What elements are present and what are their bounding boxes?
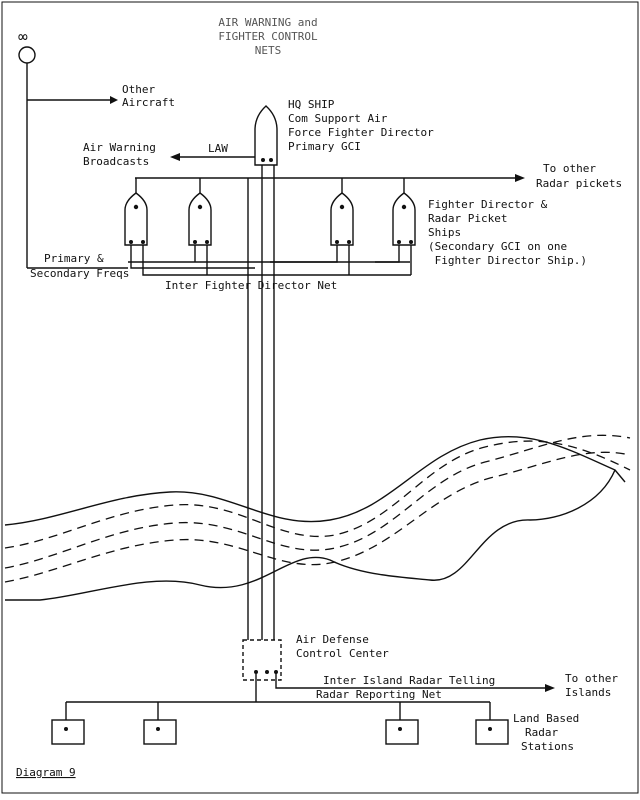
arrow-icon [515,174,525,182]
adcc-label-2: Control Center [296,647,389,660]
fd-ships-label-4: (Secondary GCI on one [428,240,567,253]
other-aircraft-label-2: Aircraft [122,96,175,109]
title-line-3: NETS [255,44,282,57]
hq-ship-port [261,158,265,162]
hq-ship-port [269,158,273,162]
arrow-icon [545,684,555,692]
radar-station-2 [143,702,177,745]
fighter-director-ship-3 [330,178,354,246]
water-line-3 [4,451,631,583]
fighter-director-ship-2 [188,178,212,246]
adcc-label-1: Air Defense [296,633,369,646]
hq-ship-label-2: Com Support Air [288,112,388,125]
fd-ships-label-1: Fighter Director & [428,198,548,211]
adcc-port [254,670,258,674]
inter-island-line [275,672,545,689]
law-label: LAW [208,142,228,155]
coastline-line [4,435,626,526]
radar-station-4 [475,702,509,745]
aircraft-infinity-icon: ∞ [18,27,28,46]
title-line-2: FIGHTER CONTROL [218,30,318,43]
fd-ships-label-2: Radar Picket [428,212,507,225]
hq-ship-label-4: Primary GCI [288,140,361,153]
air-warning-label-1: Air Warning [83,141,156,154]
air-warning-label-2: Broadcasts [83,155,149,168]
inter-island-label: Inter Island Radar Telling [323,674,495,687]
coastline-lower [5,469,616,601]
to-other-islands-2: Islands [565,686,611,699]
inter-fd-net-bus [142,245,412,276]
to-other-pickets-1: To other [543,162,596,175]
land-based-label-1: Land Based [513,712,579,725]
primary-freq-bus [27,245,400,269]
fd-ships-label-5: Fighter Director Ship.) [428,254,587,267]
primary-freqs-label-2: Secondary Freqs [30,267,129,280]
radar-station-1 [51,702,85,745]
hq-ship-label-3: Force Fighter Director [288,126,434,139]
inter-fd-net-label: Inter Fighter Director Net [165,279,337,292]
fd-ships-label-3: Ships [428,226,461,239]
arrow-icon [110,96,118,104]
water-line-2 [4,434,631,569]
land-based-label-2: Radar [525,726,558,739]
radar-reporting-label: Radar Reporting Net [316,688,442,701]
other-aircraft-label-1: Other [122,83,155,96]
fighter-director-ship-4 [392,178,416,246]
radar-station-3 [385,702,419,745]
land-based-label-3: Stations [521,740,574,753]
hq-ship-icon [254,105,278,166]
hq-ship-label-1: HQ SHIP [288,98,335,111]
to-other-pickets-2: Radar pickets [536,177,622,190]
primary-freqs-label-1: Primary & [44,252,104,265]
water-line-1 [4,440,631,549]
aircraft-antenna-icon [18,46,36,64]
to-other-islands-1: To other [565,672,618,685]
arrow-icon [170,153,180,161]
fighter-director-ship-1 [124,178,148,246]
title-line-1: AIR WARNING and [218,16,317,29]
adcc-port [265,670,269,674]
diagram-number-label: Diagram 9 [16,766,76,779]
